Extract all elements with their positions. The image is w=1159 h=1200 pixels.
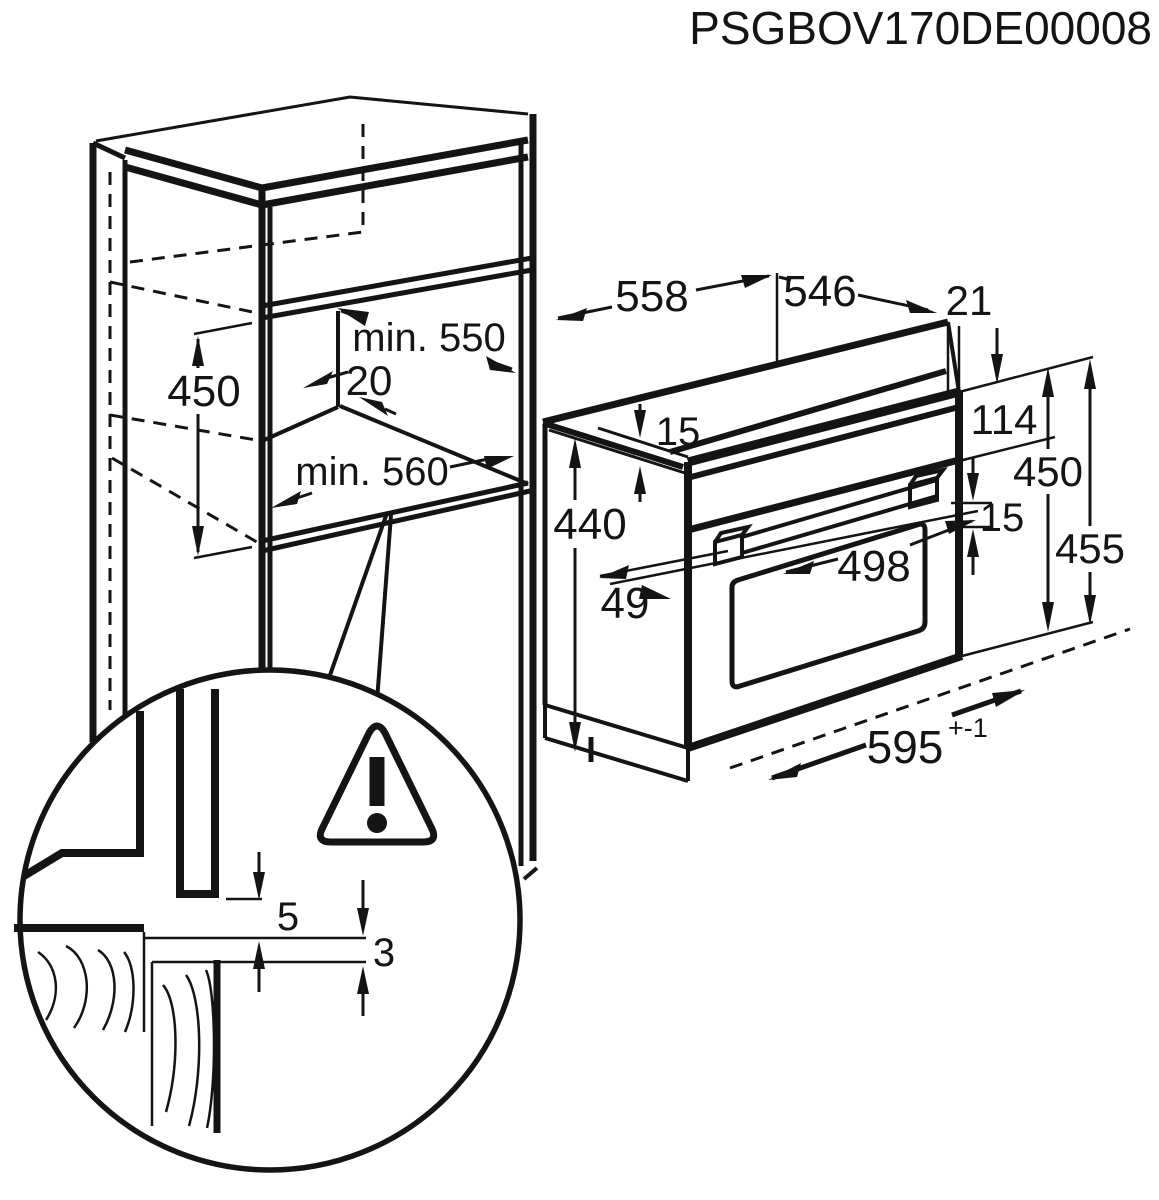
wood-grain-left [37,944,135,1033]
dim-oven-455: 455 [1055,359,1125,625]
svg-text:455: 455 [1055,525,1125,572]
svg-text:595: 595 [867,721,944,773]
dim-oven-546: 546 [778,267,937,316]
detail-circle [17,667,523,1173]
svg-text:5: 5 [277,895,299,939]
svg-text:114: 114 [971,396,1038,443]
svg-text:450: 450 [1013,448,1083,495]
svg-text:498: 498 [837,542,910,591]
dim-oven-114: 114 [971,328,1038,443]
dim-oven-595: 595 +-1 [768,688,1025,781]
svg-text:450: 450 [167,367,240,416]
drawing-title: PSGBOV170DE00008 [689,2,1152,54]
dim-cabinet-450: 450 [167,321,253,560]
svg-text:546: 546 [783,267,856,316]
dim-oven-49: 49 [599,509,979,628]
dim-oven-498: 498 [783,519,976,591]
wood-grain-right [162,969,216,1129]
dim-cabinet-min560: min. 560 [271,450,514,508]
svg-text:15: 15 [980,496,1025,540]
dim-oven-15-top: 15 [634,404,700,502]
cabinet-drawing: 450 min. 550 20 min. 560 [89,95,539,881]
dim-oven-21: 21 [946,277,993,398]
dim-cabinet-20: 20 [303,357,397,416]
svg-text:49: 49 [601,579,650,628]
dim-oven-15-handle: 15 [951,457,1024,575]
svg-text:440: 440 [553,500,626,549]
svg-text:21: 21 [946,277,993,324]
svg-text:558: 558 [615,272,688,321]
svg-text:20: 20 [346,357,393,404]
dim-cabinet-min550: min. 550 [337,308,516,373]
dim-oven-450: 450 [1013,367,1083,632]
svg-text:+-1: +-1 [948,713,988,743]
warning-icon [316,722,438,846]
svg-text:min. 550: min. 550 [352,316,505,360]
oven-drawing: 558 546 21 15 440 [542,267,1131,783]
svg-text:min. 560: min. 560 [295,450,448,494]
svg-text:15: 15 [656,410,701,454]
svg-text:3: 3 [373,931,395,975]
dim-oven-440: 440 [553,438,627,752]
dim-detail-3: 3 [357,880,395,1016]
dim-detail-5: 5 [226,852,299,992]
dim-oven-558: 558 [556,272,779,362]
oven-door-window [729,521,928,690]
detail-callout: 5 3 [14,512,523,1173]
